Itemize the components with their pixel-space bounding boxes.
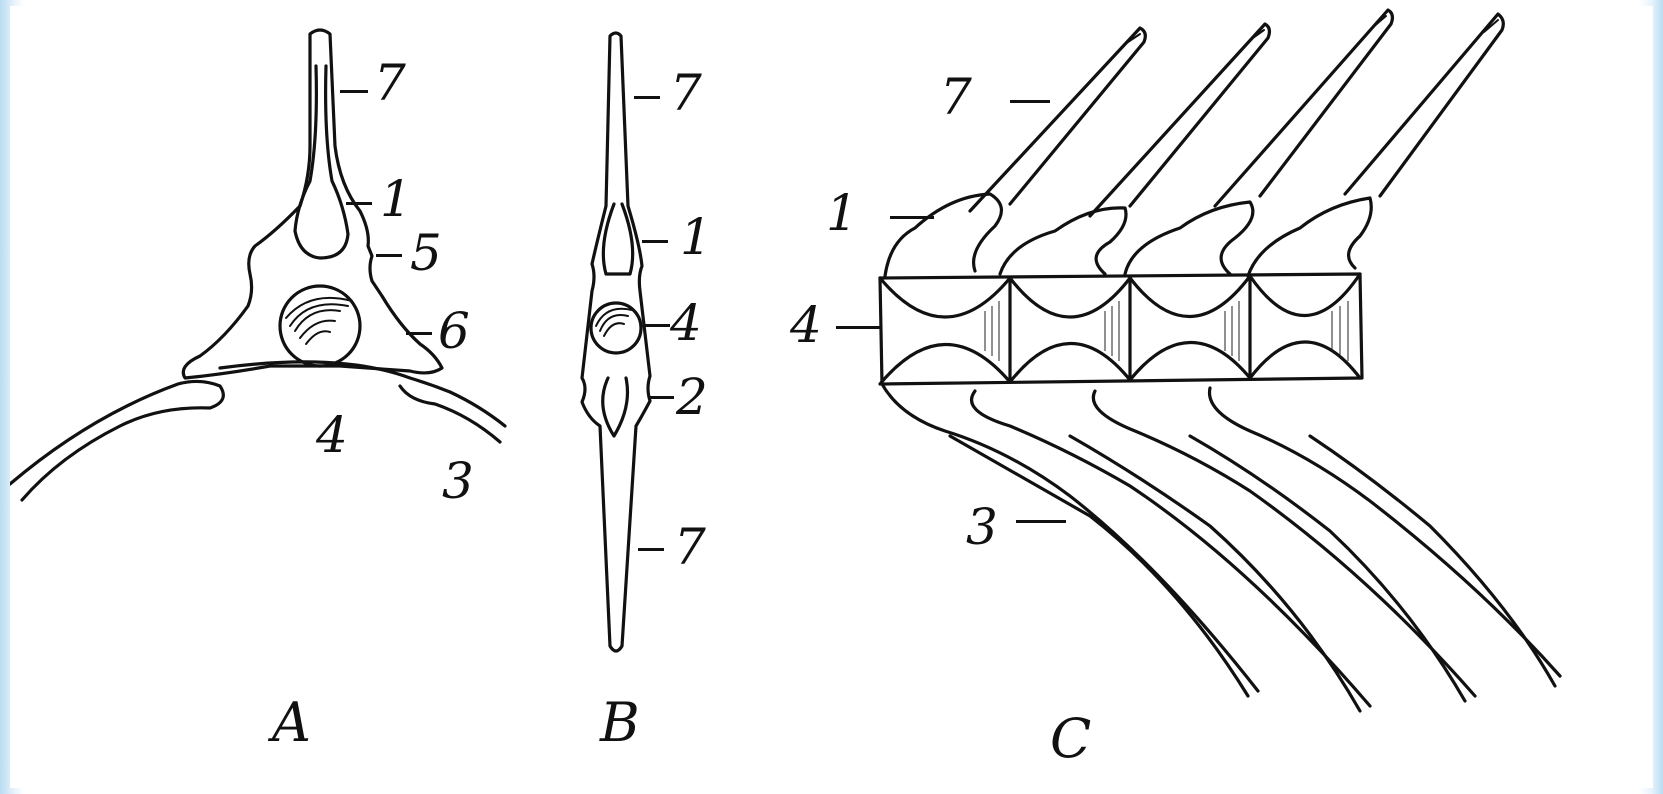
label-a-1: 1 — [380, 174, 412, 224]
label-c-4: 4 — [790, 300, 822, 350]
figure-sheet: 7 1 5 6 4 3 A 7 1 4 2 7 B 7 1 4 3 C — [10, 6, 1653, 788]
label-a-3: 3 — [442, 456, 474, 506]
panel-b-vertebra — [582, 33, 650, 651]
label-b-2: 2 — [676, 372, 708, 422]
caption-b: B — [600, 696, 640, 750]
leader-line — [648, 396, 674, 399]
leader-line — [376, 254, 402, 257]
leader-line — [642, 240, 668, 243]
label-c-1: 1 — [826, 188, 858, 238]
leader-line — [890, 216, 934, 219]
leader-line — [644, 324, 670, 327]
label-c-3: 3 — [966, 502, 998, 552]
label-b-4: 4 — [670, 298, 702, 348]
label-a-7: 7 — [374, 58, 406, 108]
leader-line — [1016, 520, 1066, 523]
leader-line — [346, 202, 372, 205]
leader-line — [638, 548, 664, 551]
label-a-4: 4 — [316, 410, 348, 460]
leader-line — [836, 326, 880, 329]
label-b-7-top: 7 — [670, 68, 702, 118]
caption-a: A — [272, 696, 311, 750]
leader-line — [406, 332, 432, 335]
panel-c-vertebral-column — [880, 10, 1560, 711]
label-a-6: 6 — [438, 306, 470, 356]
caption-c: C — [1050, 712, 1091, 766]
label-a-5: 5 — [410, 228, 442, 278]
vertebrae-drawing — [10, 6, 1653, 788]
leader-line — [340, 90, 368, 93]
label-c-7: 7 — [940, 72, 972, 122]
label-b-7-bottom: 7 — [674, 522, 706, 572]
leader-line — [1010, 100, 1050, 103]
leader-line — [634, 96, 660, 99]
label-b-1: 1 — [680, 212, 712, 262]
